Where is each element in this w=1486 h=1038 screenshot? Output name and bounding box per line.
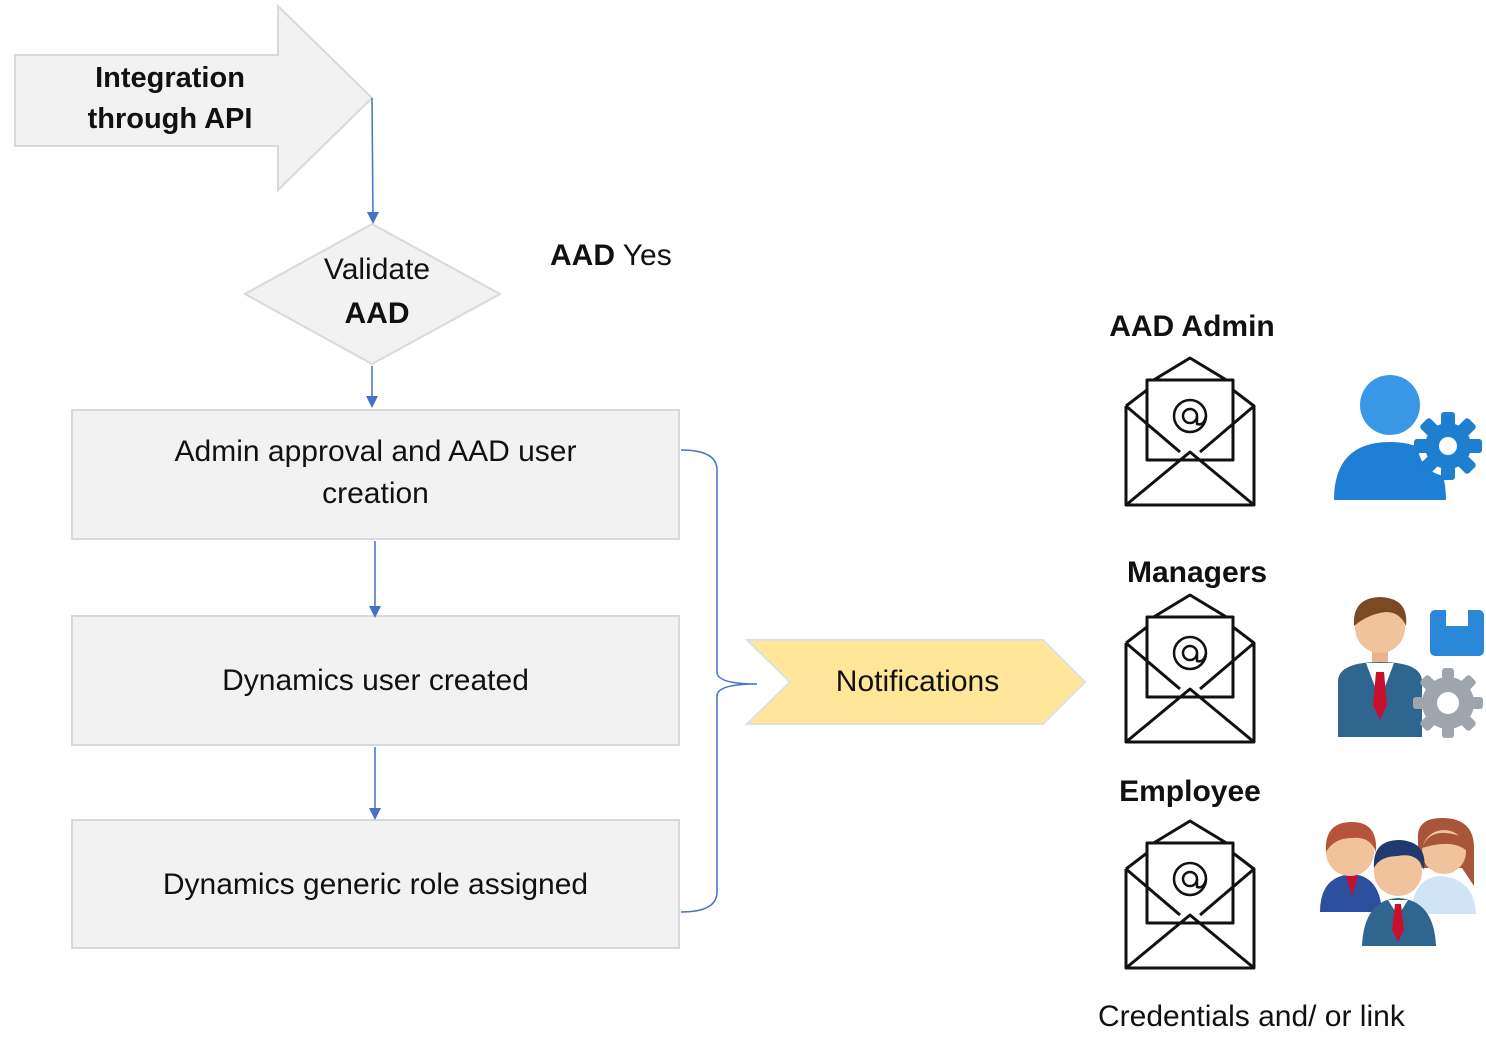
envelope-icon — [1124, 819, 1256, 970]
branch-label-bold: AAD — [550, 239, 615, 272]
audience-label-aad-admin: AAD Admin — [1109, 310, 1275, 343]
notifications-shape — [744, 639, 1087, 725]
step-3-label: Dynamics generic role assigned — [162, 868, 589, 901]
step-2-label: Dynamics user created — [222, 664, 529, 697]
admin-gear-icon — [1334, 375, 1482, 500]
decision-label-bold: AAD — [344, 296, 410, 330]
footer-caption: Credentials and/ or link — [1098, 1000, 1405, 1033]
envelope-icon — [1124, 593, 1256, 744]
brace-connector — [680, 449, 758, 913]
branch-label-text: Yes — [622, 239, 672, 272]
step-box-3 — [71, 819, 680, 949]
envelope-icon — [1124, 356, 1256, 507]
step-1-line1: Admin approval and AAD user — [174, 435, 577, 468]
decision-label-text: Validate — [323, 253, 431, 286]
start-label: Integration through API — [40, 58, 300, 139]
decision-label: Validate AAD — [272, 248, 482, 335]
step-1-line2: creation — [322, 477, 429, 510]
branch-label: AAD Yes — [550, 235, 672, 277]
start-label-line1: Integration — [95, 62, 245, 94]
start-arrow-shape — [14, 3, 374, 193]
decision-diamond — [242, 222, 503, 366]
notifications-label: Notifications — [835, 665, 1000, 698]
connector-start-to-decision — [366, 97, 379, 224]
start-label-line2: through API — [87, 102, 253, 135]
audience-label-employee: Employee — [1119, 775, 1261, 808]
employees-group-icon — [1320, 818, 1476, 946]
step-box-1 — [71, 409, 680, 540]
step-1-label: Admin approval and AAD user creation — [72, 431, 679, 515]
audience-label-managers: Managers — [1126, 556, 1268, 589]
manager-icon — [1338, 597, 1484, 738]
